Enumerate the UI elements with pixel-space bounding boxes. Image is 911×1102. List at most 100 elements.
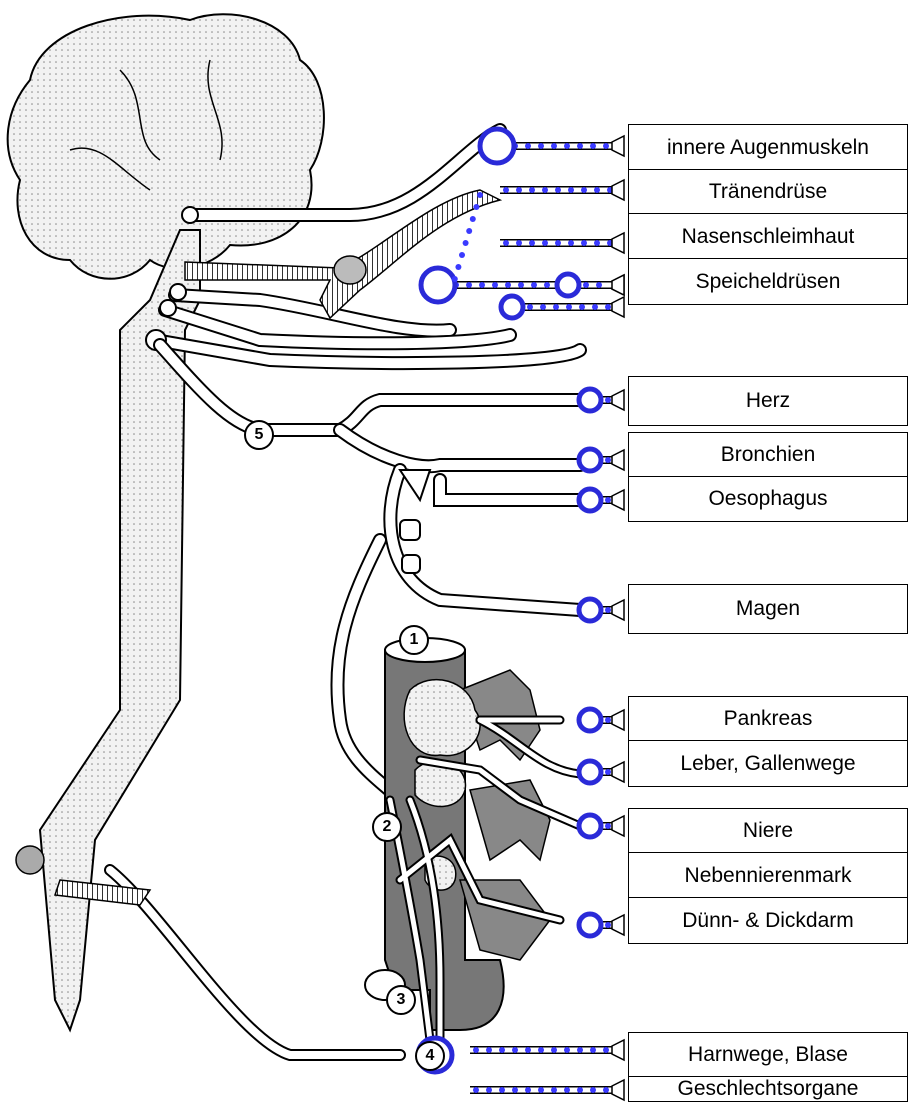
nerve-ending — [612, 762, 624, 782]
fiber-dot — [568, 187, 574, 193]
fiber-dot — [529, 187, 535, 193]
fiber-dot — [605, 457, 611, 463]
nerve-ending — [612, 600, 624, 620]
fiber-dot — [503, 187, 509, 193]
fiber-dot — [605, 304, 611, 310]
sacral-nerve — [110, 870, 400, 1055]
ganglion — [557, 274, 579, 296]
fiber-dot — [540, 304, 546, 310]
fiber-dot — [577, 1087, 583, 1093]
fiber-dot — [512, 1087, 518, 1093]
nerve-ending — [612, 136, 624, 156]
fiber-dot — [477, 192, 483, 198]
fiber-dot — [551, 1087, 557, 1093]
fiber-dot — [516, 187, 522, 193]
fiber-dot — [581, 240, 587, 246]
fiber-dot — [452, 276, 458, 282]
marker-4: 4 — [415, 1041, 445, 1071]
label-speicheldruesen: Speicheldrüsen — [628, 258, 908, 305]
brain — [8, 14, 324, 278]
fiber-dot — [503, 240, 509, 246]
fiber-dot — [473, 1087, 479, 1093]
nerve-ending — [612, 1080, 624, 1100]
fiber-dot — [531, 282, 537, 288]
fiber-dot — [577, 1047, 583, 1053]
fiber-dot — [551, 1047, 557, 1053]
fiber-dot — [544, 282, 550, 288]
fiber-dot — [538, 1087, 544, 1093]
fiber-dot — [564, 143, 570, 149]
fiber-dot — [466, 282, 472, 288]
fiber-dot — [538, 1047, 544, 1053]
fiber-dot — [470, 216, 476, 222]
fiber-dot — [466, 228, 472, 234]
fiber-dot — [581, 187, 587, 193]
fiber-dot — [553, 304, 559, 310]
marker-5: 5 — [244, 420, 274, 450]
fiber-dot — [459, 252, 465, 258]
fiber-dot — [525, 1047, 531, 1053]
nerve-ending — [612, 275, 624, 295]
nerve-ending — [612, 915, 624, 935]
fiber-dot — [577, 143, 583, 149]
fiber-dot — [603, 143, 609, 149]
ganglion — [421, 268, 455, 302]
fiber-dot — [566, 304, 572, 310]
nerve-ending — [612, 490, 624, 510]
fiber-dot — [518, 282, 524, 288]
fiber-dot — [590, 1047, 596, 1053]
fiber-dot — [455, 264, 461, 270]
fiber-dot — [542, 187, 548, 193]
ganglion — [579, 709, 601, 731]
label-geschlechtsorgane: Geschlechtsorgane — [628, 1076, 908, 1102]
fiber-dot — [605, 823, 611, 829]
fiber-dot — [594, 240, 600, 246]
fiber-dot — [499, 1087, 505, 1093]
nerve-ending — [612, 816, 624, 836]
fiber-dot — [516, 240, 522, 246]
fiber-dot — [596, 282, 602, 288]
ganglion — [579, 599, 601, 621]
fiber-dot — [542, 240, 548, 246]
ganglion — [579, 489, 601, 511]
fiber-dot — [603, 1047, 609, 1053]
label-duenn-dickdarm: Dünn- & Dickdarm — [628, 897, 908, 944]
label-pankreas: Pankreas — [628, 696, 908, 742]
fiber-dot — [594, 187, 600, 193]
fiber-dot — [579, 304, 585, 310]
label-niere: Niere — [628, 808, 908, 854]
marker-1: 1 — [399, 625, 429, 655]
nerve-ending — [612, 180, 624, 200]
label-nasenschleimhaut: Nasenschleimhaut — [628, 213, 908, 260]
label-innere-augenmuskeln: innere Augenmuskeln — [628, 124, 908, 171]
fiber-dot — [605, 497, 611, 503]
fiber-dot — [555, 240, 561, 246]
fiber-dot — [527, 304, 533, 310]
fiber-dot — [525, 1087, 531, 1093]
fiber-dot — [479, 282, 485, 288]
fiber-dot — [564, 1047, 570, 1053]
ganglion — [579, 449, 601, 471]
marker-3: 3 — [386, 985, 416, 1015]
nerve-ending — [612, 450, 624, 470]
fiber-dot — [486, 1047, 492, 1053]
fiber-dot — [605, 769, 611, 775]
ganglion — [480, 129, 514, 163]
fiber-dot — [605, 717, 611, 723]
fiber-dot — [512, 1047, 518, 1053]
fiber-dot — [463, 240, 469, 246]
label-nebennierenmark: Nebennierenmark — [628, 852, 908, 899]
nerve-ending — [612, 710, 624, 730]
ganglion — [579, 815, 601, 837]
fiber-dot — [603, 1087, 609, 1093]
fiber-dot — [605, 397, 611, 403]
label-oesophagus: Oesophagus — [628, 476, 908, 522]
fiber-dot — [525, 143, 531, 149]
fiber-dot — [473, 1047, 479, 1053]
nerve-ending — [612, 1040, 624, 1060]
label-bronchien: Bronchien — [628, 432, 908, 478]
nerve-ending — [612, 297, 624, 317]
marker-2: 2 — [372, 812, 402, 842]
fiber-dot — [583, 282, 589, 288]
fiber-dot — [486, 1087, 492, 1093]
